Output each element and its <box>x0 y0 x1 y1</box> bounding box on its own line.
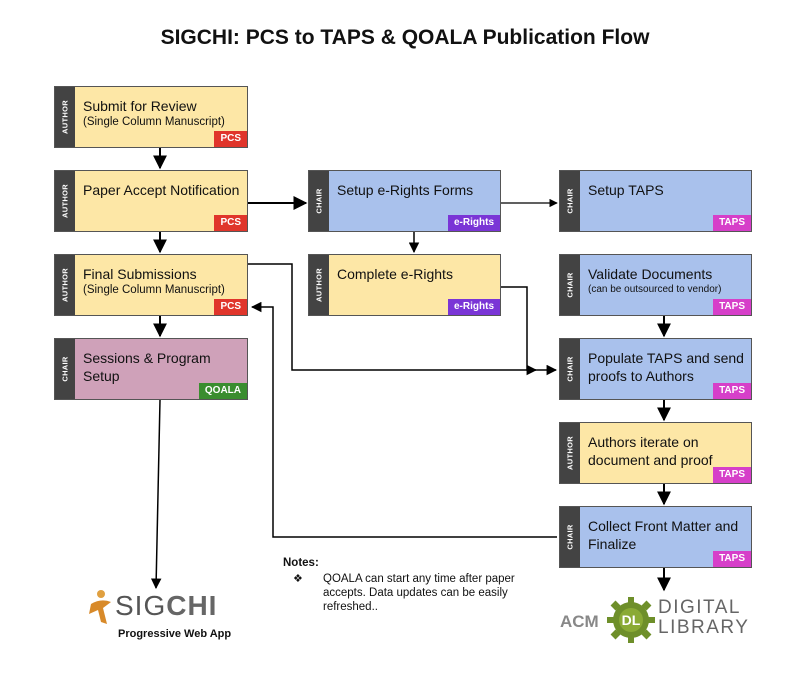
box-final-submissions: AUTHOR Final Submissions (Single Column … <box>54 254 248 316</box>
dl-mark-text: DL <box>622 612 641 628</box>
role-badge: AUTHOR <box>560 423 580 483</box>
box-title: Setup TAPS <box>588 182 664 198</box>
role-badge: AUTHOR <box>55 87 75 147</box>
arrow-final-to-populate <box>248 263 538 376</box>
note-item: ❖ QOALA can start any time after paper a… <box>283 572 543 614</box>
box-submit-for-review: AUTHOR Submit for Review (Single Column … <box>54 86 248 148</box>
role-badge: CHAIR <box>560 339 580 399</box>
arrow-sessions-to-sigchi <box>150 399 162 590</box>
system-tag-pcs: PCS <box>214 215 247 231</box>
role-badge: AUTHOR <box>55 255 75 315</box>
sigchi-wordmark-sig: SIG <box>115 590 167 621</box>
box-title: Setup e-Rights Forms <box>337 182 474 198</box>
acm-wordmark: ACM <box>560 612 599 631</box>
role-badge: AUTHOR <box>55 171 75 231</box>
box-collect-front-matter: CHAIR Collect Front Matter and Finalize … <box>559 506 752 568</box>
box-subtitle: (can be outsourced to vendor) <box>588 284 722 295</box>
role-badge: CHAIR <box>560 507 580 567</box>
box-subtitle: (Single Column Manuscript) <box>83 284 225 296</box>
system-tag-taps: TAPS <box>713 467 751 483</box>
box-sessions-program-setup: CHAIR Sessions & Program Setup QOALA <box>54 338 248 400</box>
sigchi-figure-icon <box>89 590 111 624</box>
system-tag-pcs: PCS <box>214 299 247 315</box>
box-title: Final Submissions <box>83 266 197 282</box>
role-badge: CHAIR <box>560 255 580 315</box>
box-title: Authors iterate on document and proof <box>588 434 713 468</box>
system-tag-taps: TAPS <box>713 299 751 315</box>
system-tag-taps: TAPS <box>713 383 751 399</box>
diamond-bullet-icon: ❖ <box>293 573 303 585</box>
box-title: Populate TAPS and send proofs to Authors <box>588 350 744 384</box>
dl-wordmark-library: LIBRARY <box>658 617 750 638</box>
box-title: Sessions & Program Setup <box>83 350 211 384</box>
acm-digital-library-logo: ACM DL DIGITAL LIBRARY <box>560 596 770 646</box>
box-title: Collect Front Matter and Finalize <box>588 518 739 552</box>
system-tag-erights: e-Rights <box>448 215 500 231</box>
box-subtitle: (Single Column Manuscript) <box>83 116 225 128</box>
dl-gear-icon: DL <box>607 597 655 643</box>
notes-title: Notes: <box>283 557 319 569</box>
box-paper-accept: AUTHOR Paper Accept Notification PCS <box>54 170 248 232</box>
note-text: QOALA can start any time after paper acc… <box>323 573 515 613</box>
box-setup-taps: CHAIR Setup TAPS TAPS <box>559 170 752 232</box>
role-badge: AUTHOR <box>309 255 329 315</box>
box-title: Paper Accept Notification <box>83 182 240 198</box>
sigchi-caption: Progressive Web App <box>118 628 232 640</box>
system-tag-taps: TAPS <box>713 551 751 567</box>
role-badge: CHAIR <box>55 339 75 399</box>
notes-block: Notes: ❖ QOALA can start any time after … <box>283 557 543 614</box>
system-tag-pcs: PCS <box>214 131 247 147</box>
box-title: Validate Documents <box>588 266 713 282</box>
system-tag-qoala: QOALA <box>198 383 247 399</box>
box-validate-documents: CHAIR Validate Documents (can be outsour… <box>559 254 752 316</box>
page-title: SIGCHI: PCS to TAPS & QOALA Publication … <box>160 26 650 49</box>
box-setup-erights: CHAIR Setup e-Rights Forms e-Rights <box>308 170 501 232</box>
sigchi-wordmark-chi: CHI <box>166 590 218 621</box>
box-complete-erights: AUTHOR Complete e-Rights e-Rights <box>308 254 501 316</box>
system-tag-erights: e-Rights <box>448 299 500 315</box>
role-badge: CHAIR <box>560 171 580 231</box>
box-populate-taps: CHAIR Populate TAPS and send proofs to A… <box>559 338 752 400</box>
box-authors-iterate: AUTHOR Authors iterate on document and p… <box>559 422 752 484</box>
arrow-collect-to-final <box>250 301 557 538</box>
box-title: Submit for Review <box>83 98 197 114</box>
sigchi-logo: SIGCHI Progressive Web App <box>85 586 250 646</box>
box-title: Complete e-Rights <box>337 266 453 282</box>
dl-wordmark-digital: DIGITAL <box>658 597 741 618</box>
role-badge: CHAIR <box>309 171 329 231</box>
system-tag-taps: TAPS <box>713 215 751 231</box>
arrow-complete-to-populate <box>501 286 558 376</box>
